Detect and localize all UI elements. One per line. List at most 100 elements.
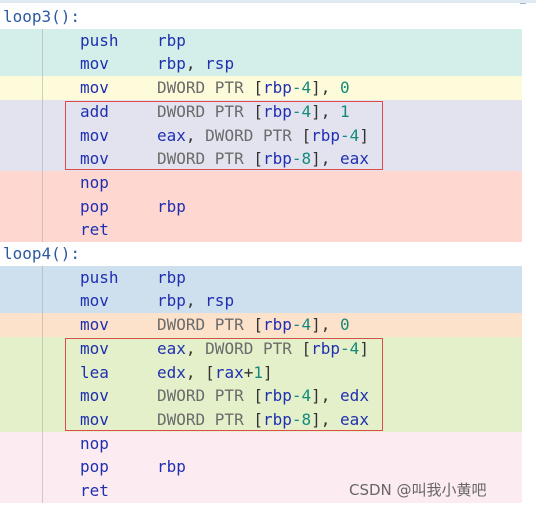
code-line: push rbp — [0, 265, 522, 290]
operand-token: DWORD PTR — [157, 386, 254, 406]
mnemonic: mov — [80, 338, 109, 358]
operand-token: rbp — [262, 386, 292, 406]
operand-token: rbp — [262, 101, 292, 121]
indent-guide — [42, 28, 43, 53]
operand-token: DWORD PTR — [157, 315, 254, 335]
operand-token: -4 — [291, 386, 312, 406]
mnemonic: mov — [80, 386, 109, 406]
operand-token: DWORD PTR — [157, 409, 254, 429]
code-line: mov DWORD PTR [rbp-4], 0 — [0, 76, 522, 101]
function-label: loop3(): — [3, 7, 81, 26]
operand-token: [ — [205, 362, 215, 382]
operand-token: [ — [253, 78, 263, 98]
operand-token: rax — [214, 362, 244, 382]
operand-token: -8 — [291, 149, 312, 169]
operands: DWORD PTR [rbp-4], 0 — [157, 76, 350, 100]
operand-token: rsp — [205, 291, 235, 311]
operand-token: 0 — [340, 315, 350, 335]
operands: rbp — [157, 195, 186, 219]
operand-token: [ — [301, 125, 312, 145]
code-line: nop — [0, 431, 522, 456]
operand-token: , — [185, 291, 206, 311]
operand-token: rbp — [157, 267, 186, 287]
operand-token: rbp — [262, 315, 292, 335]
operand-token: , — [185, 125, 206, 145]
indent-guide — [42, 99, 43, 124]
mnemonic: nop — [80, 433, 109, 453]
code-line: pop rbp — [0, 455, 522, 480]
operand-token: rsp — [205, 54, 235, 74]
operands: rbp — [157, 266, 186, 290]
operand-token: -8 — [291, 409, 312, 429]
operand-token: eax — [340, 409, 369, 429]
operand-token: rbp — [157, 457, 186, 477]
mnemonic: nop — [80, 172, 109, 192]
operand-token: ], — [311, 386, 341, 406]
indent-guide — [42, 265, 43, 290]
operand-token: 1 — [253, 362, 263, 382]
indent-guide — [42, 52, 43, 77]
operand-token: eax — [157, 338, 186, 358]
operand-token: ] — [359, 338, 369, 358]
operand-token: rbp — [157, 291, 186, 311]
operand-token: + — [243, 362, 254, 382]
operand-token: [ — [253, 101, 263, 121]
operand-token: -4 — [291, 78, 312, 98]
operand-token: [ — [253, 149, 263, 169]
operand-token: rbp — [262, 409, 292, 429]
indent-guide — [42, 455, 43, 480]
operands: rbp — [157, 455, 186, 479]
operand-token: [ — [253, 409, 263, 429]
operand-token: rbp — [311, 338, 341, 358]
operand-token: DWORD PTR — [205, 125, 302, 145]
mnemonic: ret — [80, 481, 109, 500]
mnemonic: mov — [80, 78, 109, 98]
operand-token: DWORD PTR — [205, 338, 302, 358]
mnemonic: ret — [80, 220, 109, 240]
mnemonic: mov — [80, 125, 109, 145]
operand-token: DWORD PTR — [157, 78, 254, 98]
operand-token: -4 — [340, 125, 360, 145]
operand-token: ], — [311, 149, 341, 169]
operand-token: -4 — [340, 338, 360, 358]
operand-token: [ — [301, 338, 312, 358]
operand-token: -4 — [291, 315, 312, 335]
operands: eax, DWORD PTR [rbp-4] — [157, 124, 369, 148]
operand-token: DWORD PTR — [157, 149, 254, 169]
code-line: ret — [0, 218, 522, 243]
mnemonic: mov — [80, 315, 109, 335]
operand-token: -4 — [291, 101, 312, 121]
mnemonic: add — [80, 101, 109, 121]
top-border — [0, 0, 536, 3]
operand-token: 0 — [340, 78, 350, 98]
operands: DWORD PTR [rbp-8], eax — [157, 408, 369, 432]
operand-token: rbp — [157, 30, 186, 50]
mnemonic: mov — [80, 149, 109, 169]
operand-token: [ — [253, 315, 263, 335]
operand-token: ], — [311, 101, 341, 121]
operands: rbp — [157, 29, 186, 53]
operand-token: , — [185, 54, 206, 74]
indent-guide — [42, 289, 43, 314]
mnemonic: lea — [80, 362, 109, 382]
mnemonic: push — [80, 267, 119, 287]
code-line: mov eax, DWORD PTR [rbp-4] — [0, 123, 522, 148]
operand-token: 1 — [340, 101, 350, 121]
top-dash-marker — [520, 3, 526, 5]
indent-guide — [42, 407, 43, 432]
code-line: add DWORD PTR [rbp-4], 1 — [0, 99, 522, 124]
operands: DWORD PTR [rbp-4], 1 — [157, 100, 350, 124]
function-label: loop4(): — [3, 244, 81, 263]
indent-guide — [42, 313, 43, 338]
mnemonic: pop — [80, 457, 109, 477]
